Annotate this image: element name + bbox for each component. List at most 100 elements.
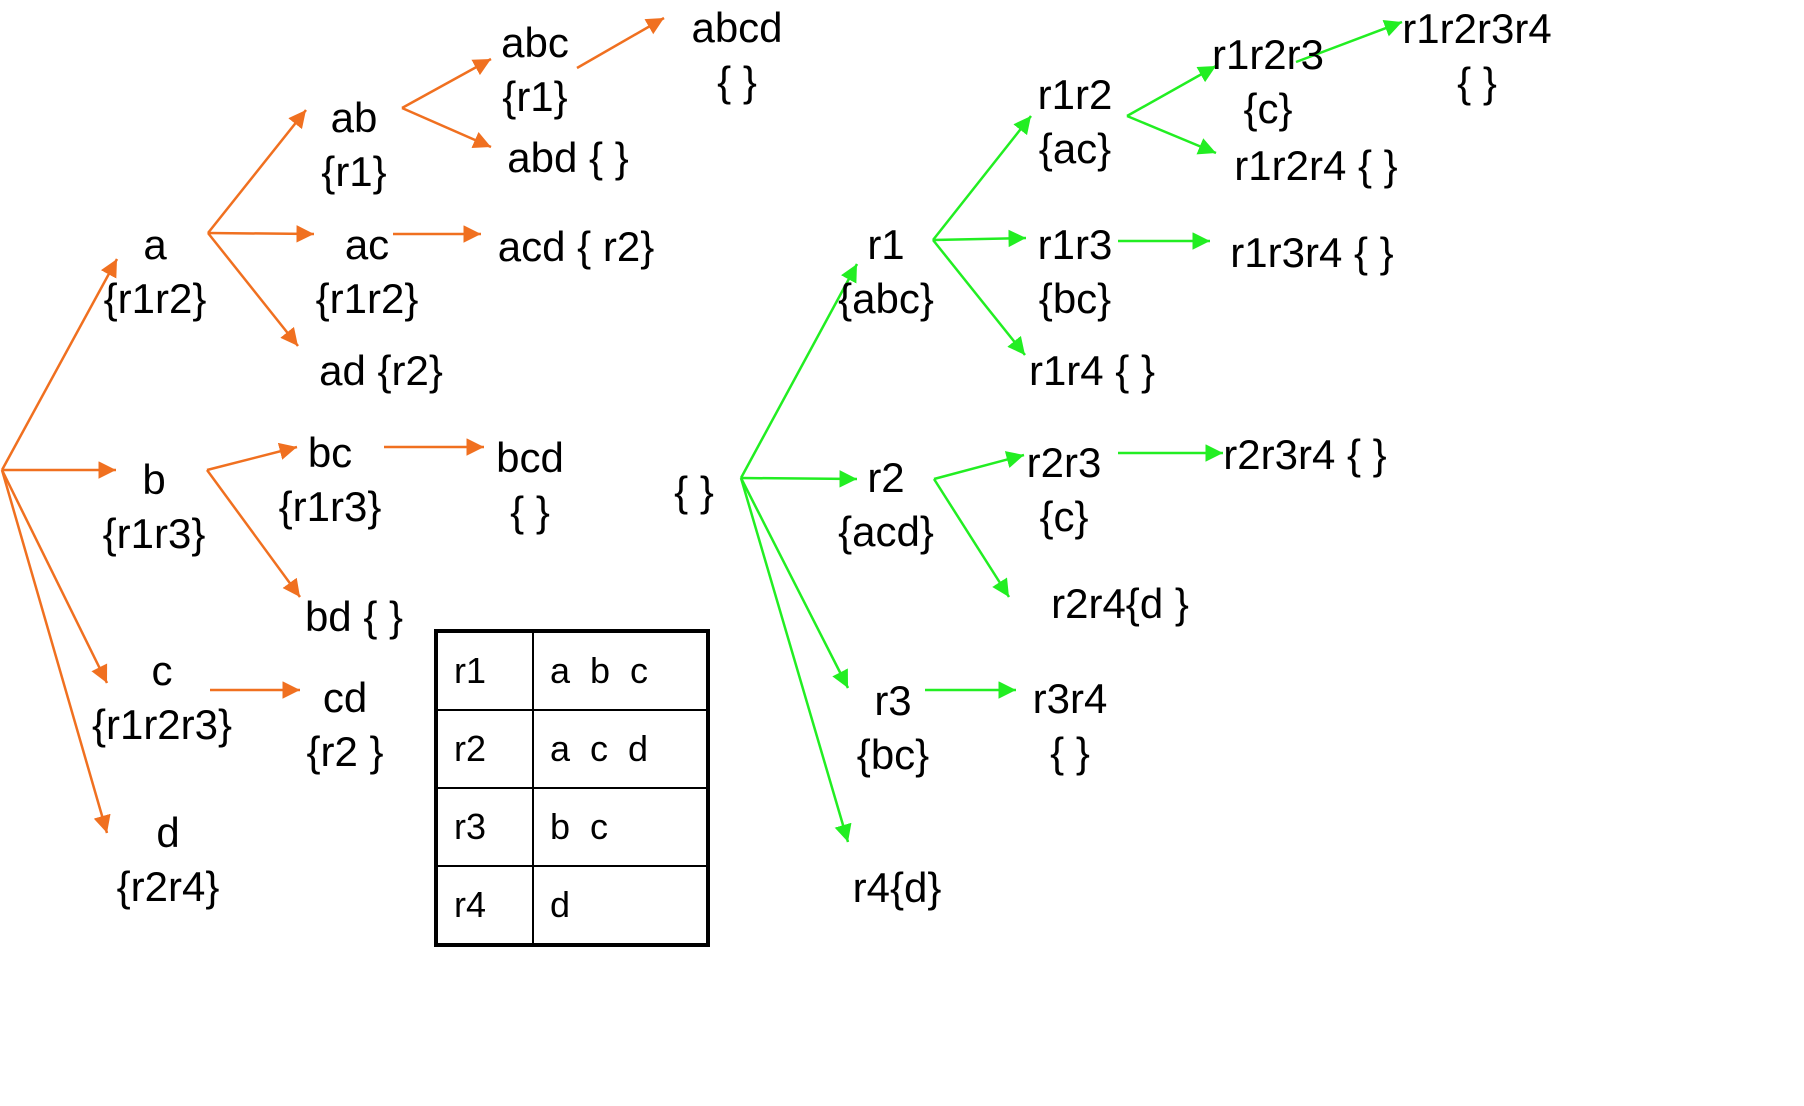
left-edge-a-to-ac	[207, 225, 315, 243]
right-node-r1r2r3-label: r1r2r3	[1211, 31, 1325, 78]
left-node-abcd-set: { }	[717, 58, 757, 105]
left-node-ac: ac {r1r2}	[316, 218, 419, 326]
left-edge-b-to-bd	[205, 469, 302, 598]
left-node-cd-set: {r2 }	[306, 728, 384, 775]
left-node-ab: ab{r1}	[321, 91, 386, 199]
left-node-abcd: abcd { }	[691, 1, 782, 109]
right-node-r1r3r4-label: r1r3r4 { }	[1230, 229, 1394, 276]
left-node-b-label: b	[142, 456, 166, 503]
left-node-b-set: {r1r3}	[102, 510, 206, 557]
left-node-c: c{r1r2r3}	[92, 644, 232, 752]
left-edge-ab-to-abd	[401, 106, 492, 149]
right-node-r3-set: {bc}	[856, 731, 930, 778]
right-node-r2r4: r2r4{d }	[1051, 577, 1189, 631]
right-node-r1r3-set: {bc}	[1038, 275, 1112, 322]
left-node-bd-label: bd { }	[304, 593, 404, 640]
right-edge-r1-to-r1r2	[932, 115, 1032, 241]
right-node-r3r4: r3r4{ }	[1033, 672, 1108, 780]
right-node-r1r2-set: {ac}	[1038, 125, 1112, 172]
left-node-ab-label: ab	[330, 94, 378, 141]
rule-id-cell: r3	[435, 787, 534, 867]
left-node-abc-label: abc	[501, 19, 569, 66]
right-node-r1r2r3-set: {c}	[1243, 85, 1293, 132]
left-node-ac-label: ac	[344, 221, 390, 268]
right-node-r2: r2{acd}	[838, 451, 934, 559]
right-node-r2r3r4-label: r2r3r4 { }	[1223, 431, 1387, 478]
left-node-bcd-label: bcd	[496, 434, 564, 481]
right-edge-r1r2r3-to-r1r2r3r4	[1295, 19, 1403, 64]
right-node-r1-set: {abc}	[838, 275, 934, 322]
right-node-r1r2r3: r1r2r3 {c}	[1212, 28, 1324, 136]
left-node-cd-label: cd	[322, 674, 368, 721]
right-node-r2r3-set: {c}	[1039, 493, 1089, 540]
right-node-r1r2: r1r2 {ac}	[1038, 68, 1113, 176]
right-node-r3-label: r3	[874, 677, 912, 724]
left-node-abd: abd { }	[507, 131, 628, 185]
right-edge-empty-to-r3	[739, 477, 850, 689]
left-edge-a-to-ab	[207, 109, 307, 234]
right-node-r1r2r3r4-set: { }	[1457, 59, 1497, 106]
right-edge-r1r2-to-r1r2r4	[1126, 114, 1217, 155]
rule-items-cell: d	[532, 865, 709, 946]
rule-id-cell: r1	[435, 630, 534, 711]
left-edge-abc-to-abcd	[576, 16, 665, 70]
right-edge-empty-to-r1	[739, 263, 859, 479]
right-edge-r2-to-r2r3	[933, 451, 1025, 481]
right-node-r1r2r4-label: r1r2r4 { }	[1234, 142, 1398, 189]
left-node-ac-set: {r1r2}	[315, 275, 419, 322]
left-edge-root-to-a	[0, 258, 119, 471]
right-node-empty: { }	[674, 465, 714, 519]
left-node-d: d{r2r4}	[117, 806, 220, 914]
left-node-bc-set: {r1r3}	[278, 483, 382, 530]
right-edge-r2-to-r2r4	[932, 478, 1011, 598]
left-edge-a-to-ad	[207, 232, 299, 347]
left-node-a-set: {r1r2}	[103, 275, 207, 322]
left-node-b: b {r1r3}	[103, 453, 206, 561]
left-edge-root-to-d	[0, 469, 111, 834]
right-node-r1r3: r1r3 {bc}	[1038, 218, 1113, 326]
left-node-bd: bd { }	[305, 590, 403, 644]
right-node-r2r3-label: r2r3	[1026, 439, 1102, 486]
right-node-r1r2r3r4: r1r2r3r4 { }	[1402, 2, 1551, 110]
left-edge-ab-to-abc	[401, 57, 492, 110]
left-node-bcd: bcd { }	[496, 431, 564, 539]
left-node-acd-label: acd { r2}	[497, 223, 655, 270]
right-node-r1r3r4: r1r3r4 { }	[1230, 226, 1393, 280]
rule-items-cell: b c	[532, 787, 709, 867]
right-node-r1r2r4: r1r2r4 { }	[1234, 139, 1397, 193]
right-edge-empty-to-r2	[740, 470, 858, 488]
right-node-r1r3-label: r1r3	[1037, 221, 1113, 268]
right-node-r3r4-set: { }	[1050, 729, 1090, 776]
right-node-r1r2r3r4-label: r1r2r3r4	[1402, 5, 1552, 52]
right-node-r4: r4{d}	[853, 861, 942, 915]
right-node-r2r3: r2r3 {c}	[1027, 436, 1102, 544]
right-node-r1-label: r1	[867, 221, 905, 268]
right-edge-r1-to-r1r3	[932, 229, 1027, 248]
rule-items-cell: a c d	[532, 709, 709, 789]
left-node-bc: bc{r1r3}	[279, 426, 382, 534]
right-node-r1r2-label: r1r2	[1037, 71, 1113, 118]
left-node-cd: cd {r2 }	[306, 671, 383, 779]
left-node-abd-label: abd { }	[507, 134, 629, 181]
left-node-c-label: c	[151, 647, 173, 694]
right-node-r4-label: r4{d}	[852, 864, 942, 911]
right-node-r1r4: r1r4 { }	[1029, 344, 1155, 398]
left-node-a-label: a	[143, 221, 167, 268]
right-node-r2-set: {acd}	[838, 508, 934, 555]
right-edge-r1r2-to-r1r2r3	[1126, 64, 1217, 118]
left-node-d-label: d	[156, 809, 180, 856]
left-node-a: a {r1r2}	[104, 218, 207, 326]
left-node-abcd-label: abcd	[691, 4, 783, 51]
left-node-abc: abc{r1}	[501, 16, 569, 124]
right-node-r3: r3 {bc}	[857, 674, 929, 782]
right-node-r1r4-label: r1r4 { }	[1028, 347, 1156, 394]
right-node-empty-label: { }	[674, 468, 714, 515]
left-node-ad-label: ad {r2}	[319, 347, 443, 394]
left-node-bcd-set: { }	[510, 488, 550, 535]
left-node-ad: ad {r2}	[319, 344, 443, 398]
